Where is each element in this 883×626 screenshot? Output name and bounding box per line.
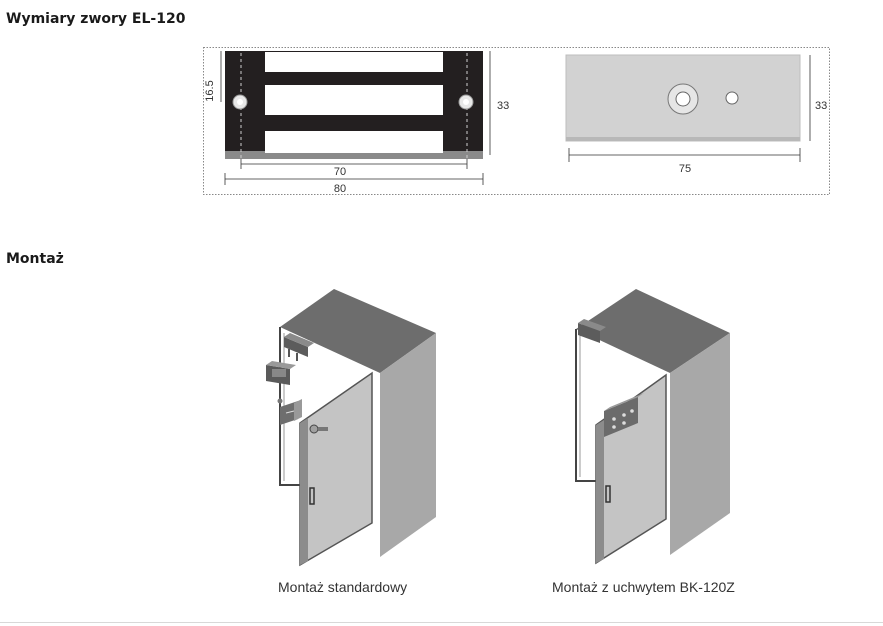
bracket-mounting-illustration	[575, 289, 730, 565]
bk-120z-bracket-icon	[604, 393, 644, 437]
cabinet-side	[380, 333, 436, 557]
armature-bottom-edge	[225, 151, 483, 159]
standard-mounting-caption: Montaż standardowy	[278, 579, 408, 595]
armature-side-view	[565, 54, 801, 142]
cabinet-top	[576, 289, 730, 373]
armature-slot-middle	[265, 85, 443, 115]
dim-side-width: 75	[679, 163, 691, 175]
dim-side-height: 33	[815, 100, 827, 112]
door-handle-icon	[605, 485, 611, 503]
armature-slot-bottom	[265, 131, 443, 153]
dim-front-inner-width: 70	[334, 166, 346, 178]
pin-hole-icon	[725, 91, 739, 105]
standard-mounting-illustration	[266, 289, 436, 567]
dim-front-height: 33	[497, 100, 509, 112]
armature-front-view	[225, 51, 483, 159]
electromagnet-icon	[284, 333, 314, 361]
mounting-heading: Montaż	[6, 251, 64, 267]
mounting-bracket-icon	[277, 398, 302, 425]
electromagnet-icon	[578, 319, 606, 343]
cabinet-side	[670, 333, 730, 555]
mounting-bolt-icon	[309, 424, 328, 434]
armature-slot-top	[265, 52, 443, 72]
drawing-frame	[203, 47, 830, 195]
dim-front-half-height: 16.5	[204, 80, 216, 101]
dimensions-heading: Wymiary zwory EL-120	[6, 11, 186, 27]
dim-front-outer-width: 80	[334, 183, 346, 195]
dimensions-drawing: 16.5 33 70 80 33 75	[203, 47, 830, 195]
cabinet-top	[280, 289, 436, 373]
armature-plate-icon	[266, 361, 296, 385]
bottom-divider	[0, 622, 883, 623]
cabinet-door	[299, 371, 373, 567]
bracket-mounting-caption: Montaż z uchwytem BK-120Z	[552, 579, 735, 595]
door-handle-icon	[309, 487, 315, 505]
